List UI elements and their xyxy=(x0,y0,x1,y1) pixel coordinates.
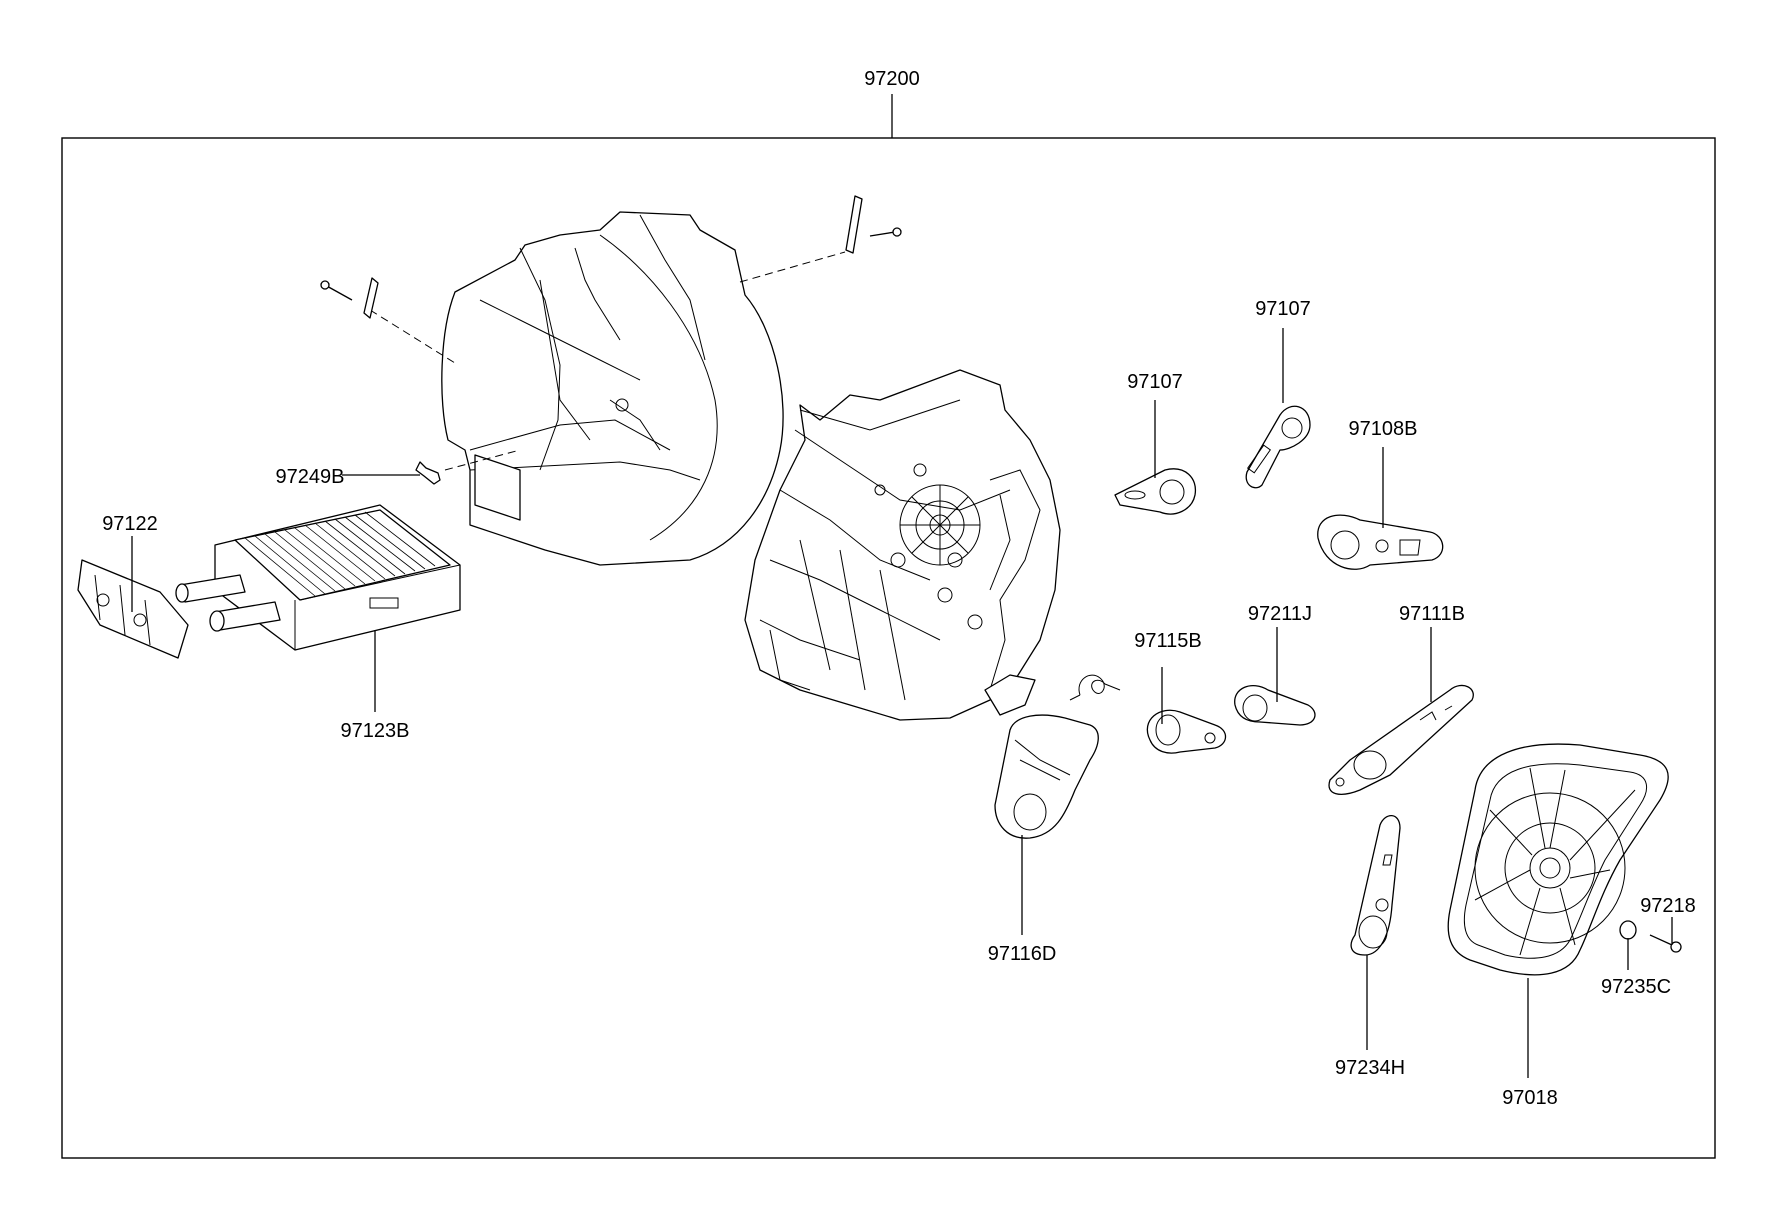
lever-97108b-part xyxy=(1317,514,1444,570)
cover-97018-part xyxy=(1447,743,1669,976)
callout-97107-lower: 97107 xyxy=(1127,371,1183,393)
callout-97218: 97218 xyxy=(1640,895,1696,917)
assembly-frame xyxy=(61,137,1716,1159)
callout-97211j: 97211J xyxy=(1248,603,1312,625)
washer-97235c-icon xyxy=(1619,920,1637,940)
callout-97107-upper: 97107 xyxy=(1255,298,1311,320)
spring-97115b-icon xyxy=(1069,674,1121,701)
bracket-97122-part xyxy=(77,559,189,659)
screw-left-icon xyxy=(320,277,379,319)
callout-97122: 97122 xyxy=(102,513,158,535)
callout-97111b: 97111B xyxy=(1399,603,1465,625)
lower-housing-part xyxy=(744,369,1061,721)
callout-97018: 97018 xyxy=(1502,1087,1558,1109)
callout-97200: 97200 xyxy=(864,68,920,90)
lever-97115b-part xyxy=(1146,709,1227,754)
screw-right-icon xyxy=(845,195,902,254)
callout-97249b: 97249B xyxy=(276,466,345,488)
lever-97234h-part xyxy=(1350,814,1401,956)
callout-97123b: 97123B xyxy=(341,720,410,742)
lever-97111b-part xyxy=(1328,684,1474,795)
lever-97107-upper-part xyxy=(1245,405,1311,489)
lever-97211j-part xyxy=(1234,685,1316,726)
callout-97115b: 97115B xyxy=(1134,630,1201,652)
callout-97235c: 97235C xyxy=(1601,976,1671,998)
heater-core-part xyxy=(175,504,461,651)
clip-97249b-icon xyxy=(415,461,441,485)
lever-97107-lower-part xyxy=(1114,468,1197,515)
plate-97116d-part xyxy=(994,714,1099,839)
callout-97108b: 97108B xyxy=(1349,418,1418,440)
callout-97234h: 97234H xyxy=(1335,1057,1405,1079)
upper-housing-part xyxy=(441,211,784,566)
screw-97218-icon xyxy=(1649,934,1682,953)
callout-97116d: 97116D xyxy=(988,943,1057,965)
